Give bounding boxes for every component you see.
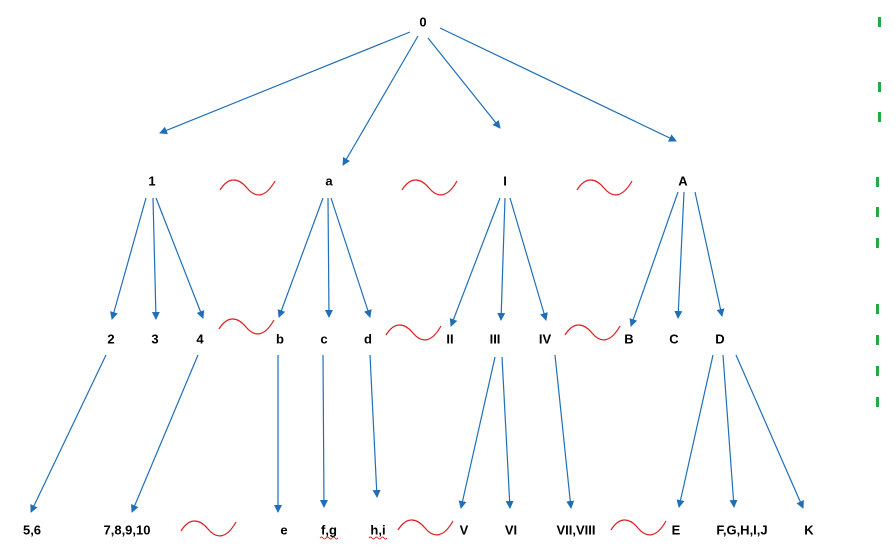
edge-arrow [458, 356, 496, 509]
green-tick-mark [876, 304, 879, 314]
node-1: 1 [148, 173, 156, 189]
edge-arrow [131, 354, 199, 513]
edge-arrow [369, 354, 381, 498]
node-2: 2 [107, 331, 115, 347]
node-7-8-9-10: 7,8,9,10 [103, 522, 151, 538]
node-D: D [715, 331, 725, 347]
node-IV: IV [538, 331, 552, 347]
edge-arrow [151, 197, 160, 320]
node-E: E [671, 522, 681, 538]
red-squiggle [564, 324, 621, 341]
green-tick-mark [878, 82, 881, 92]
edge-arrow [439, 27, 677, 142]
node-4: 4 [196, 331, 204, 347]
edge-arrow [319, 354, 328, 508]
edge-arrow [694, 191, 725, 317]
node-3: 3 [151, 331, 159, 347]
edge-arrow [159, 31, 411, 135]
edge-arrow [676, 354, 714, 508]
green-tick-mark [876, 335, 879, 345]
node-III: III [489, 331, 501, 347]
node-VI: VI [504, 522, 518, 538]
edge-arrow [735, 354, 804, 509]
node-a: a [325, 173, 333, 189]
node-A: A [678, 173, 688, 189]
green-tick-mark [876, 177, 879, 187]
edge-arrow [722, 354, 738, 508]
node-VII-VIII: VII,VIII [556, 522, 596, 538]
spellcheck-underline [319, 536, 339, 540]
green-tick-mark [878, 112, 881, 122]
red-squiggle [401, 179, 458, 196]
node-B: B [624, 331, 634, 347]
edge-arrow [674, 191, 685, 319]
node-e: e [280, 522, 288, 538]
green-tick-mark [878, 17, 881, 27]
node-5-6: 5,6 [22, 522, 42, 538]
node-root: 0 [419, 14, 427, 30]
green-tick-mark [876, 238, 879, 248]
red-squiggle [385, 324, 442, 341]
green-tick-mark [876, 397, 879, 407]
red-squiggle [576, 179, 633, 196]
red-squiggle [218, 318, 275, 335]
edge-arrow [449, 197, 501, 327]
edge-arrow [497, 197, 506, 321]
edge-arrow [155, 197, 205, 319]
node-C: C [669, 331, 679, 347]
node-d: d [364, 331, 372, 347]
edge-arrow [427, 37, 501, 129]
squiggle-marks [180, 179, 667, 540]
red-squiggle [397, 519, 454, 536]
node-b: b [276, 331, 284, 347]
node-K: K [804, 522, 814, 538]
node-F-G-H-I-J: F,G,H,I,J [716, 522, 768, 538]
edge-arrows [30, 27, 804, 513]
edge-arrow [330, 197, 372, 318]
green-tick-mark [876, 207, 879, 217]
node-h-i: h,i [370, 522, 386, 538]
edge-arrow [501, 356, 514, 509]
red-squiggle [610, 519, 667, 536]
edge-arrow [509, 197, 548, 321]
node-V: V [459, 522, 469, 538]
red-squiggle [219, 179, 276, 196]
edge-arrow [277, 197, 324, 318]
spellcheck-underline [368, 536, 388, 540]
edge-arrow [30, 354, 107, 513]
edge-arrow [554, 354, 575, 509]
node-c: c [320, 331, 328, 347]
red-squiggle [180, 520, 237, 537]
node-II: II [446, 331, 454, 347]
green-tick-mark [876, 366, 879, 376]
edge-arrow [342, 35, 419, 166]
node-I: I [503, 173, 507, 189]
edge-arrow [629, 191, 679, 327]
edge-arrow [110, 197, 147, 320]
node-f-g: f,g [321, 522, 337, 538]
edge-arrow [324, 197, 333, 318]
